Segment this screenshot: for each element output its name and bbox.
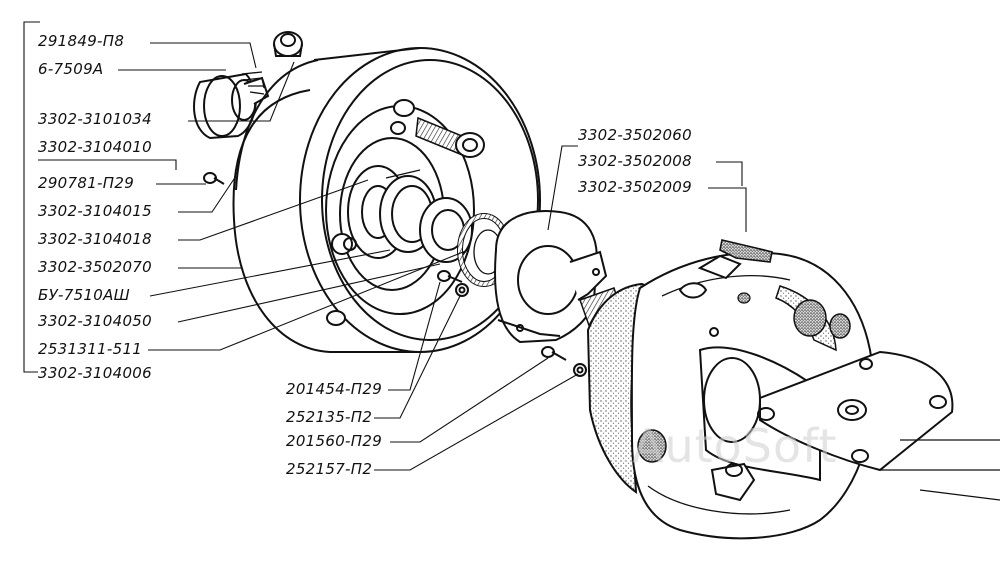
svg-text:290781-П29: 290781-П29	[38, 174, 134, 192]
label-6-7509a: 6-7509А	[38, 60, 226, 78]
svg-text:201560-П29: 201560-П29	[286, 432, 382, 450]
label-252135-p2: 252135-П2	[286, 295, 461, 426]
label-252157-p2: 252157-П2	[286, 373, 579, 478]
washer-small-1	[455, 283, 469, 297]
svg-text:291849-П8: 291849-П8	[38, 32, 124, 50]
bolt-lower	[541, 346, 567, 361]
label-2531311-511: 2531311-511	[38, 249, 469, 358]
svg-text:3302-3502008: 3302-3502008	[578, 152, 692, 170]
svg-text:3302-3104010: 3302-3104010	[38, 138, 152, 156]
label-3302-3502060: 3302-3502060	[547, 126, 692, 231]
svg-text:3302-3502070: 3302-3502070	[38, 258, 152, 276]
svg-text:3302-3104018: 3302-3104018	[38, 230, 152, 248]
hub-cap	[193, 71, 270, 140]
label-290781-p29: 290781-П29	[38, 174, 206, 192]
label-3302-3104015: 3302-3104015	[38, 175, 237, 220]
svg-text:3302-3104050: 3302-3104050	[38, 312, 152, 330]
svg-text:2531311-511: 2531311-511	[38, 340, 142, 358]
svg-text:3302-3502060: 3302-3502060	[578, 126, 692, 144]
label-bu-7510ash: БУ-7510АШ	[38, 249, 391, 304]
svg-text:3302-3502009: 3302-3502009	[578, 178, 692, 196]
label-3302-3104050: 3302-3104050	[38, 263, 441, 330]
wheel-stud	[415, 116, 485, 158]
washer-lower	[573, 363, 587, 377]
brake-shield	[494, 210, 608, 344]
bolt-small-1	[437, 270, 463, 283]
small-screw	[203, 172, 225, 185]
hub-nut	[273, 31, 303, 57]
svg-text:6-7509А: 6-7509А	[38, 60, 104, 78]
svg-text:БУ-7510АШ: БУ-7510АШ	[38, 286, 130, 304]
watermark: AutoSoft	[632, 419, 838, 473]
label-3302-3104018: 3302-3104018	[38, 179, 369, 248]
label-3302-3502070: 3302-3502070	[38, 258, 242, 276]
svg-text:252157-П2: 252157-П2	[286, 460, 372, 478]
label-291849-p8: 291849-П8	[38, 32, 257, 69]
svg-text:201454-П29: 201454-П29	[286, 380, 382, 398]
svg-text:3302-3104006: 3302-3104006	[38, 364, 152, 382]
label-201560-p29: 201560-П29	[286, 357, 549, 450]
svg-text:252135-П2: 252135-П2	[286, 408, 372, 426]
label-3302-3101034: 3302-3101034	[38, 61, 295, 128]
brake-backing-plate	[586, 239, 1000, 540]
label-3302-3104010: 3302-3104010	[38, 138, 177, 170]
svg-text:3302-3101034: 3302-3101034	[38, 110, 152, 128]
label-3302-3502008: 3302-3502008	[578, 152, 743, 186]
label-3302-3502009: 3302-3502009	[578, 178, 747, 232]
svg-text:3302-3104015: 3302-3104015	[38, 202, 152, 220]
label-3302-3104006: 3302-3104006	[38, 364, 152, 382]
label-201454-p29: 201454-П29	[286, 281, 441, 398]
label-group-bracket	[23, 21, 40, 373]
